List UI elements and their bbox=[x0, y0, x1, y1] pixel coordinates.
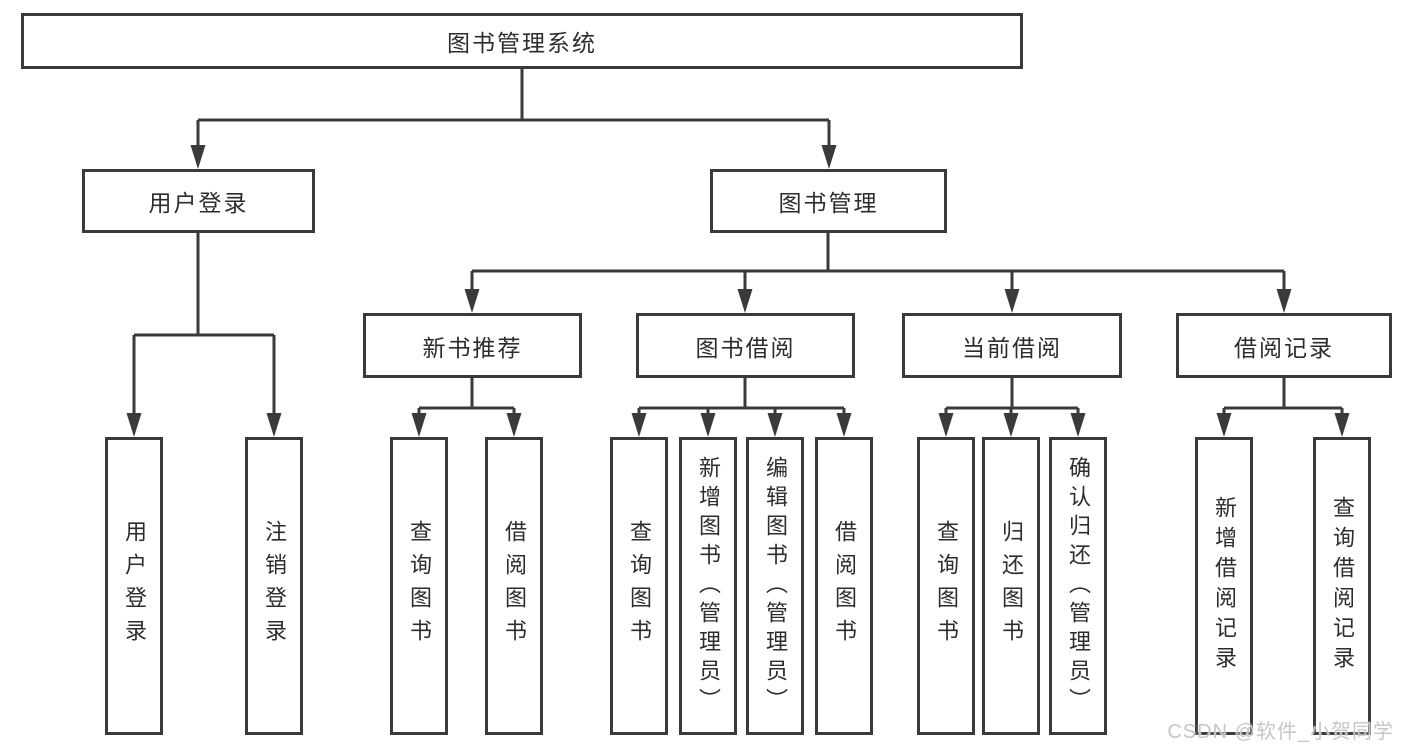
leaf-logout: 注销登录 bbox=[245, 437, 303, 735]
leaf-return-book: 归还图书 bbox=[982, 437, 1040, 735]
leaf-logout-label: 注销登录 bbox=[262, 520, 287, 652]
leaf-query-books-recommend: 查询图书 bbox=[390, 437, 448, 735]
leaf-return-book-label: 归还图书 bbox=[999, 520, 1024, 652]
leaf-add-borrow-record-label: 新增借阅记录 bbox=[1212, 496, 1237, 676]
leaf-query-books-current: 查询图书 bbox=[917, 437, 975, 735]
leaf-query-books-borrow: 查询图书 bbox=[610, 437, 668, 735]
leaf-edit-book-admin: 编辑图书（管理员） bbox=[746, 437, 804, 735]
leaf-borrow-books-borrow-label: 借阅图书 bbox=[832, 520, 857, 652]
branch-user-login: 用户登录 bbox=[82, 169, 315, 233]
leaf-add-borrow-record: 新增借阅记录 bbox=[1195, 437, 1253, 735]
leaf-query-borrow-record: 查询借阅记录 bbox=[1313, 437, 1371, 735]
leaf-add-book-admin: 新增图书（管理员） bbox=[679, 437, 737, 735]
branch-book-management: 图书管理 bbox=[710, 169, 947, 233]
leaf-borrow-books-recommend: 借阅图书 bbox=[485, 437, 543, 735]
connector-new-book-recommend bbox=[411, 378, 522, 437]
leaf-query-borrow-record-label: 查询借阅记录 bbox=[1330, 496, 1355, 676]
leaf-borrow-books-borrow: 借阅图书 bbox=[815, 437, 873, 735]
section-current-borrow: 当前借阅 bbox=[902, 313, 1122, 378]
connector-user-login bbox=[126, 233, 282, 437]
section-book-borrow: 图书借阅 bbox=[636, 313, 855, 378]
leaf-edit-book-admin-label: 编辑图书（管理员） bbox=[763, 455, 788, 717]
leaf-add-book-admin-label: 新增图书（管理员） bbox=[696, 455, 721, 717]
leaf-user-login: 用户登录 bbox=[105, 437, 163, 735]
connector-book-borrow bbox=[631, 378, 852, 437]
leaf-confirm-return-admin-label: 确认归还（管理员） bbox=[1066, 455, 1091, 717]
leaf-query-books-current-label: 查询图书 bbox=[934, 520, 959, 652]
connector-book-management bbox=[464, 233, 1292, 313]
leaf-query-books-borrow-label: 查询图书 bbox=[627, 520, 652, 652]
leaf-user-login-label: 用户登录 bbox=[122, 520, 147, 652]
section-new-book-recommend: 新书推荐 bbox=[363, 313, 582, 378]
connector-borrow-records bbox=[1216, 378, 1350, 437]
section-borrow-records: 借阅记录 bbox=[1176, 313, 1392, 378]
leaf-borrow-books-recommend-label: 借阅图书 bbox=[502, 520, 527, 652]
connector-current-borrow bbox=[938, 378, 1086, 437]
node-root: 图书管理系统 bbox=[21, 13, 1023, 69]
watermark: CSDN @软件_小贺同学 bbox=[1167, 721, 1394, 743]
leaf-query-books-recommend-label: 查询图书 bbox=[407, 520, 432, 652]
leaf-confirm-return-admin: 确认归还（管理员） bbox=[1049, 437, 1107, 735]
connector-root bbox=[190, 69, 837, 169]
